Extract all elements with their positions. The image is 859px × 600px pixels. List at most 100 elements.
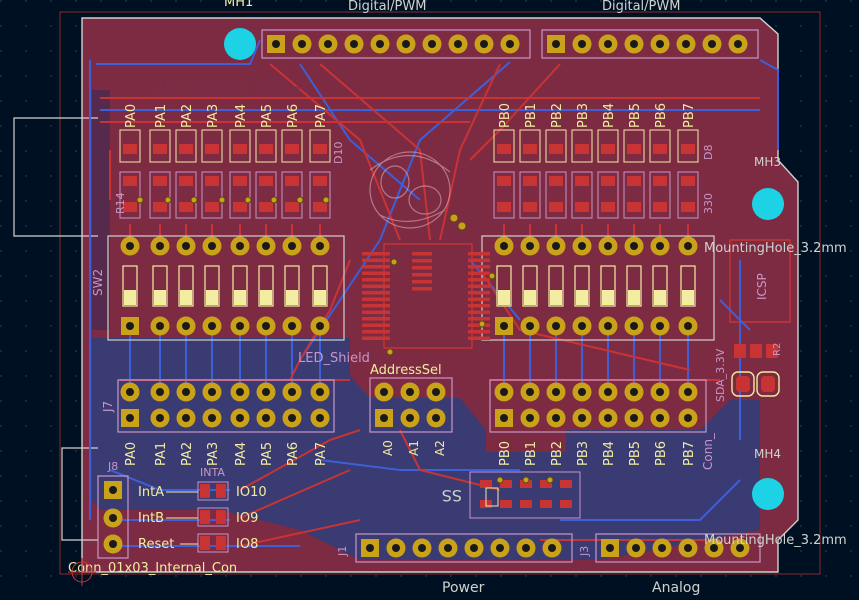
- header-pin-drill: [630, 414, 638, 422]
- led-pad: [259, 144, 273, 154]
- dip-slider-outline[interactable]: [232, 265, 248, 307]
- header-pin-drill: [208, 388, 216, 396]
- dip-slider[interactable]: [576, 290, 588, 305]
- port-label: PA4: [234, 104, 249, 128]
- dip-slider-outline[interactable]: [496, 265, 512, 307]
- mounting-hole-mh4[interactable]: [752, 478, 784, 510]
- label-mh1: MH1: [224, 0, 253, 10]
- dip-switch-a-outline: [107, 235, 345, 341]
- dip-pin-drill: [526, 242, 534, 250]
- header-pin-drill: [324, 40, 332, 48]
- label-io9: IO9: [236, 511, 258, 526]
- analog-pin-drill: [632, 544, 640, 552]
- dip-slider[interactable]: [286, 290, 298, 305]
- power-header-outline: [355, 533, 573, 563]
- dip-slider-outline[interactable]: [652, 265, 668, 307]
- header-pin-drill: [316, 388, 324, 396]
- dip-slider-outline[interactable]: [204, 265, 220, 307]
- resistor-pad: [653, 176, 667, 186]
- dip-slider-outline[interactable]: [548, 265, 564, 307]
- dip-slider[interactable]: [498, 290, 510, 305]
- dip-slider-outline[interactable]: [122, 265, 138, 307]
- label-conn-internal: Conn_01x03_Internal_Con: [68, 561, 237, 576]
- dip-slider-outline[interactable]: [522, 265, 538, 307]
- port-label: PA4: [234, 442, 249, 466]
- dip-slider[interactable]: [206, 290, 218, 305]
- header-pin-drill: [578, 40, 586, 48]
- dip-slider[interactable]: [654, 290, 666, 305]
- header-pin-drill: [656, 40, 664, 48]
- header-pin-drill: [656, 414, 664, 422]
- resistor-pad: [653, 202, 667, 212]
- dip-pin-drill: [500, 242, 508, 250]
- port-label: PA2: [180, 104, 195, 128]
- dip-slider[interactable]: [180, 290, 192, 305]
- dip-slider[interactable]: [628, 290, 640, 305]
- dip-slider-outline[interactable]: [574, 265, 590, 307]
- ic-pad: [468, 265, 490, 269]
- ic-pad: [362, 252, 390, 256]
- lower-header-pins: [120, 382, 698, 428]
- resistor-pad: [549, 176, 563, 186]
- label-j7: J7: [101, 401, 115, 413]
- header-pin-drill: [236, 388, 244, 396]
- dip-slider-outline[interactable]: [152, 265, 168, 307]
- label-a2: A2: [433, 440, 447, 456]
- ic-pad: [468, 310, 490, 314]
- header-pin-drill: [578, 388, 586, 396]
- header-pin-drill: [604, 388, 612, 396]
- led-pad: [313, 144, 327, 154]
- mcp23017-ic[interactable]: [383, 243, 473, 349]
- dip-slider[interactable]: [550, 290, 562, 305]
- header-pin-drill: [500, 414, 508, 422]
- label-a0: A0: [381, 440, 395, 456]
- internal-connector-outline: [97, 475, 129, 559]
- mounting-hole-mh1[interactable]: [224, 28, 256, 60]
- address-pin-drill: [380, 388, 388, 396]
- resistor-pad: [627, 202, 641, 212]
- interrupt-label-lines: [166, 491, 198, 545]
- port-label: PB3: [576, 103, 591, 128]
- resistor-outline: [677, 171, 699, 219]
- resistor-pad: [313, 202, 327, 212]
- ic-pad: [468, 258, 490, 262]
- led-outline: [119, 129, 141, 163]
- resistor-pad: [601, 176, 615, 186]
- ic-pad: [362, 258, 390, 262]
- resistor-pad: [627, 176, 641, 186]
- smd-cluster-bottom: [469, 471, 581, 519]
- header-pin-drill: [156, 414, 164, 422]
- dip-slider[interactable]: [602, 290, 614, 305]
- dip-slider[interactable]: [682, 290, 694, 305]
- dip-slider[interactable]: [314, 290, 326, 305]
- dip-slider-outline[interactable]: [600, 265, 616, 307]
- dip-pin-drill: [288, 242, 296, 250]
- dip-slider[interactable]: [260, 290, 272, 305]
- internal-pin-drill: [109, 514, 117, 522]
- dip-pin-drill: [684, 242, 692, 250]
- dip-slider[interactable]: [234, 290, 246, 305]
- mounting-hole-mh3[interactable]: [752, 188, 784, 220]
- dip-slider-outline[interactable]: [626, 265, 642, 307]
- ic-pad: [362, 284, 390, 288]
- dip-slider[interactable]: [154, 290, 166, 305]
- ic-pad: [412, 266, 432, 270]
- dip-slider-outline[interactable]: [258, 265, 274, 307]
- port-label: PA0: [124, 104, 139, 128]
- dip-slider-outline[interactable]: [680, 265, 696, 307]
- dip-pin-drill: [578, 242, 586, 250]
- dip-slider[interactable]: [124, 290, 136, 305]
- dip-slider-outline[interactable]: [178, 265, 194, 307]
- ic-pad: [362, 297, 390, 301]
- dip-slider-outline[interactable]: [284, 265, 300, 307]
- dip-slider[interactable]: [524, 290, 536, 305]
- dip-slider-outline[interactable]: [312, 265, 328, 307]
- ic-pad: [362, 278, 390, 282]
- resistor-pad: [285, 176, 299, 186]
- port-label: PA2: [180, 442, 195, 466]
- dip-pin-drill: [630, 242, 638, 250]
- resistor-pad: [313, 176, 327, 186]
- led-outline: [309, 129, 331, 163]
